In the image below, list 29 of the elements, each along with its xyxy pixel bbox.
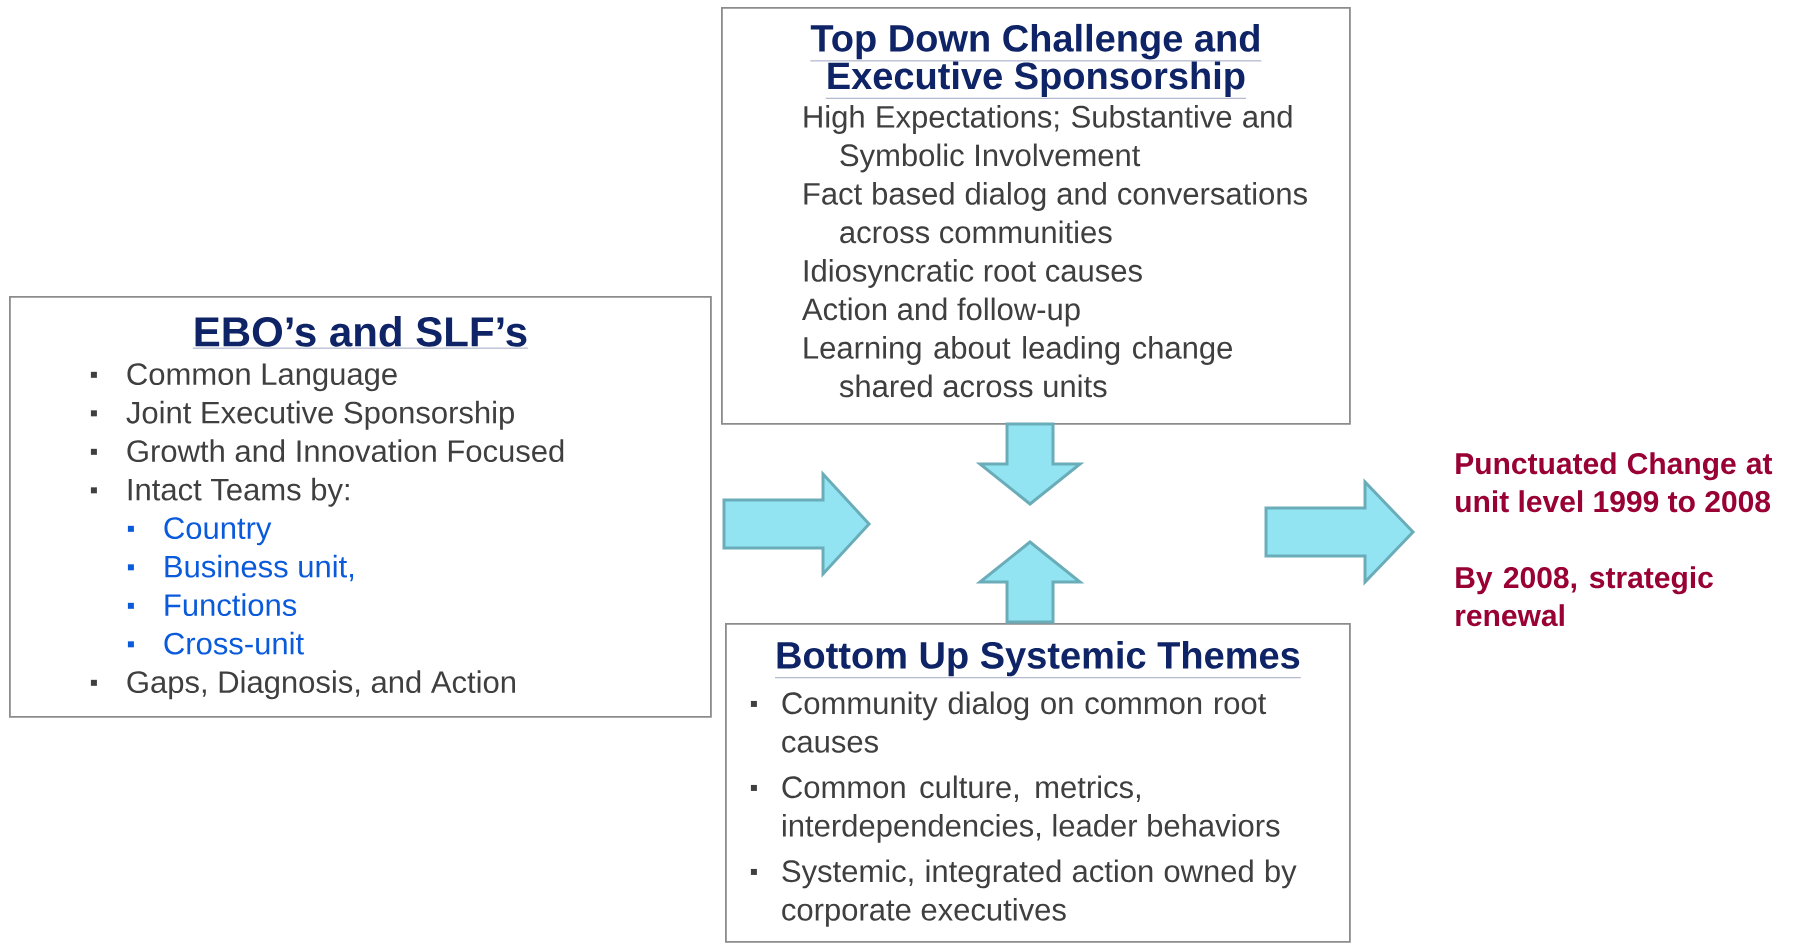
text-box bbox=[725, 623, 1351, 943]
block-arrow bbox=[975, 422, 1085, 506]
bullet-item: Joint Executive Sponsorship bbox=[90, 400, 514, 430]
block-arrow bbox=[1264, 478, 1416, 586]
text-box bbox=[9, 296, 712, 718]
heading: Top Down Challenge and Executive Sponsorship bbox=[810, 23, 1262, 99]
note-text: Punctuated Change at unit level 1999 to 2008 bbox=[1456, 452, 1773, 513]
heading: EBO’s and SLF’s bbox=[192, 315, 529, 349]
text-box bbox=[721, 7, 1351, 425]
bullet-item: Functions bbox=[127, 593, 297, 617]
bullet-item: Country bbox=[127, 517, 272, 546]
bullet-item: Common culture, metrics, interdependencies, leader behaviors bbox=[750, 775, 1280, 843]
bullet-item: Gaps, Diagnosis, and Action bbox=[90, 670, 515, 700]
bullet-item: Cross-unit bbox=[127, 631, 304, 655]
list-item: Action and follow-up bbox=[801, 297, 1080, 327]
bullet-item: Community dialog on common root causes bbox=[750, 691, 1267, 753]
list-item: Idiosyncratic root causes bbox=[804, 259, 1142, 288]
heading: Bottom Up Systemic Themes bbox=[774, 640, 1301, 678]
note-text: By 2008, strategic renewal bbox=[1456, 566, 1713, 627]
bullet-item: Growth and Innovation Focused bbox=[90, 439, 564, 463]
bullet-item: Common Language bbox=[90, 363, 397, 392]
bullet-item: Systemic, integrated action owned by corporate executives bbox=[750, 859, 1297, 927]
block-arrow bbox=[722, 470, 872, 578]
bullet-item: Intact Teams by: bbox=[90, 477, 349, 507]
bullet-item: Business unit, bbox=[127, 554, 354, 582]
block-arrow bbox=[975, 540, 1085, 624]
list-item: High Expectations; Substantive and Symbolic Involvement bbox=[804, 105, 1292, 173]
list-item: Fact based dialog and conversations across communities bbox=[804, 182, 1307, 244]
list-item: Learning about leading change shared across units bbox=[804, 336, 1232, 398]
